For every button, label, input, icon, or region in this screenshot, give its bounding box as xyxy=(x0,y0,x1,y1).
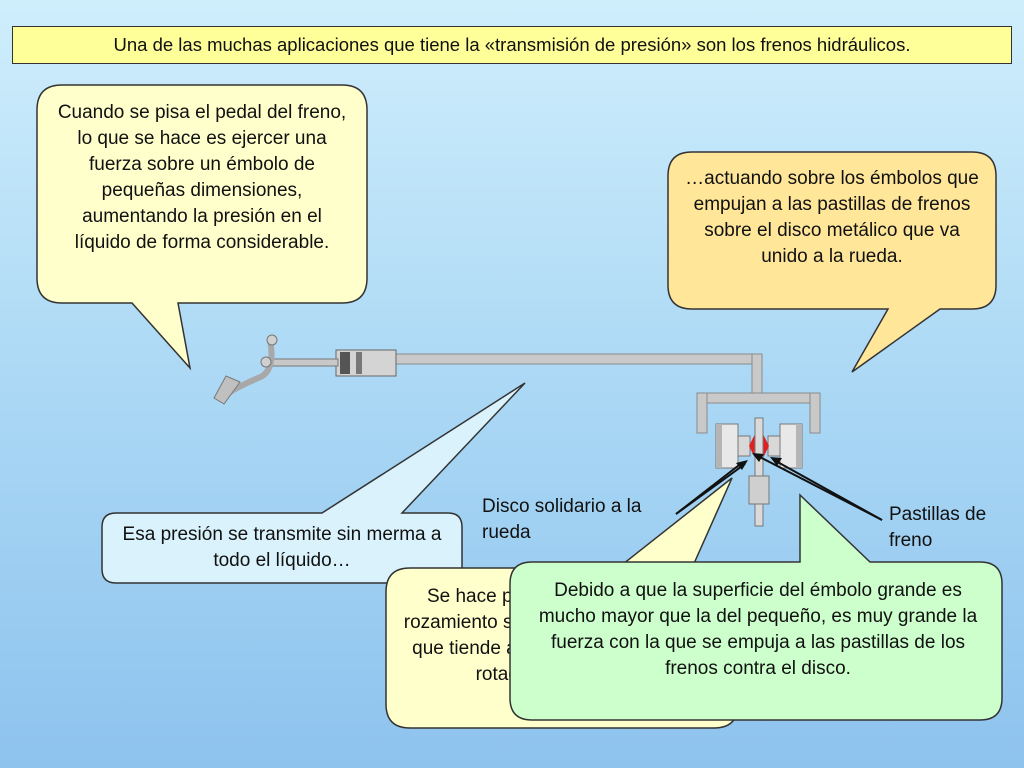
force-explanation: Debido a que la superficie del émbolo gr… xyxy=(538,580,978,679)
slide-title: Una de las muchas aplicaciones que tiene… xyxy=(12,26,1012,64)
disc-label: Disco solidario a la rueda xyxy=(482,496,642,543)
callout-pedal xyxy=(36,84,368,371)
brake-pedal xyxy=(213,334,339,405)
master-cylinder xyxy=(335,349,397,377)
pedal-explanation: Cuando se pisa el pedal del freno, lo qu… xyxy=(57,102,347,253)
brake-disc xyxy=(748,417,770,527)
transmission-explanation: Esa presión se transmite sin merma a tod… xyxy=(122,524,442,571)
brake-pads xyxy=(749,432,769,460)
pistons-explanation: …actuando sobre los émbolos que empujan … xyxy=(685,168,979,267)
callout-actuando xyxy=(667,151,997,373)
hydraulic-line xyxy=(393,353,821,434)
pads-label: Pastillas de freno xyxy=(889,504,987,551)
